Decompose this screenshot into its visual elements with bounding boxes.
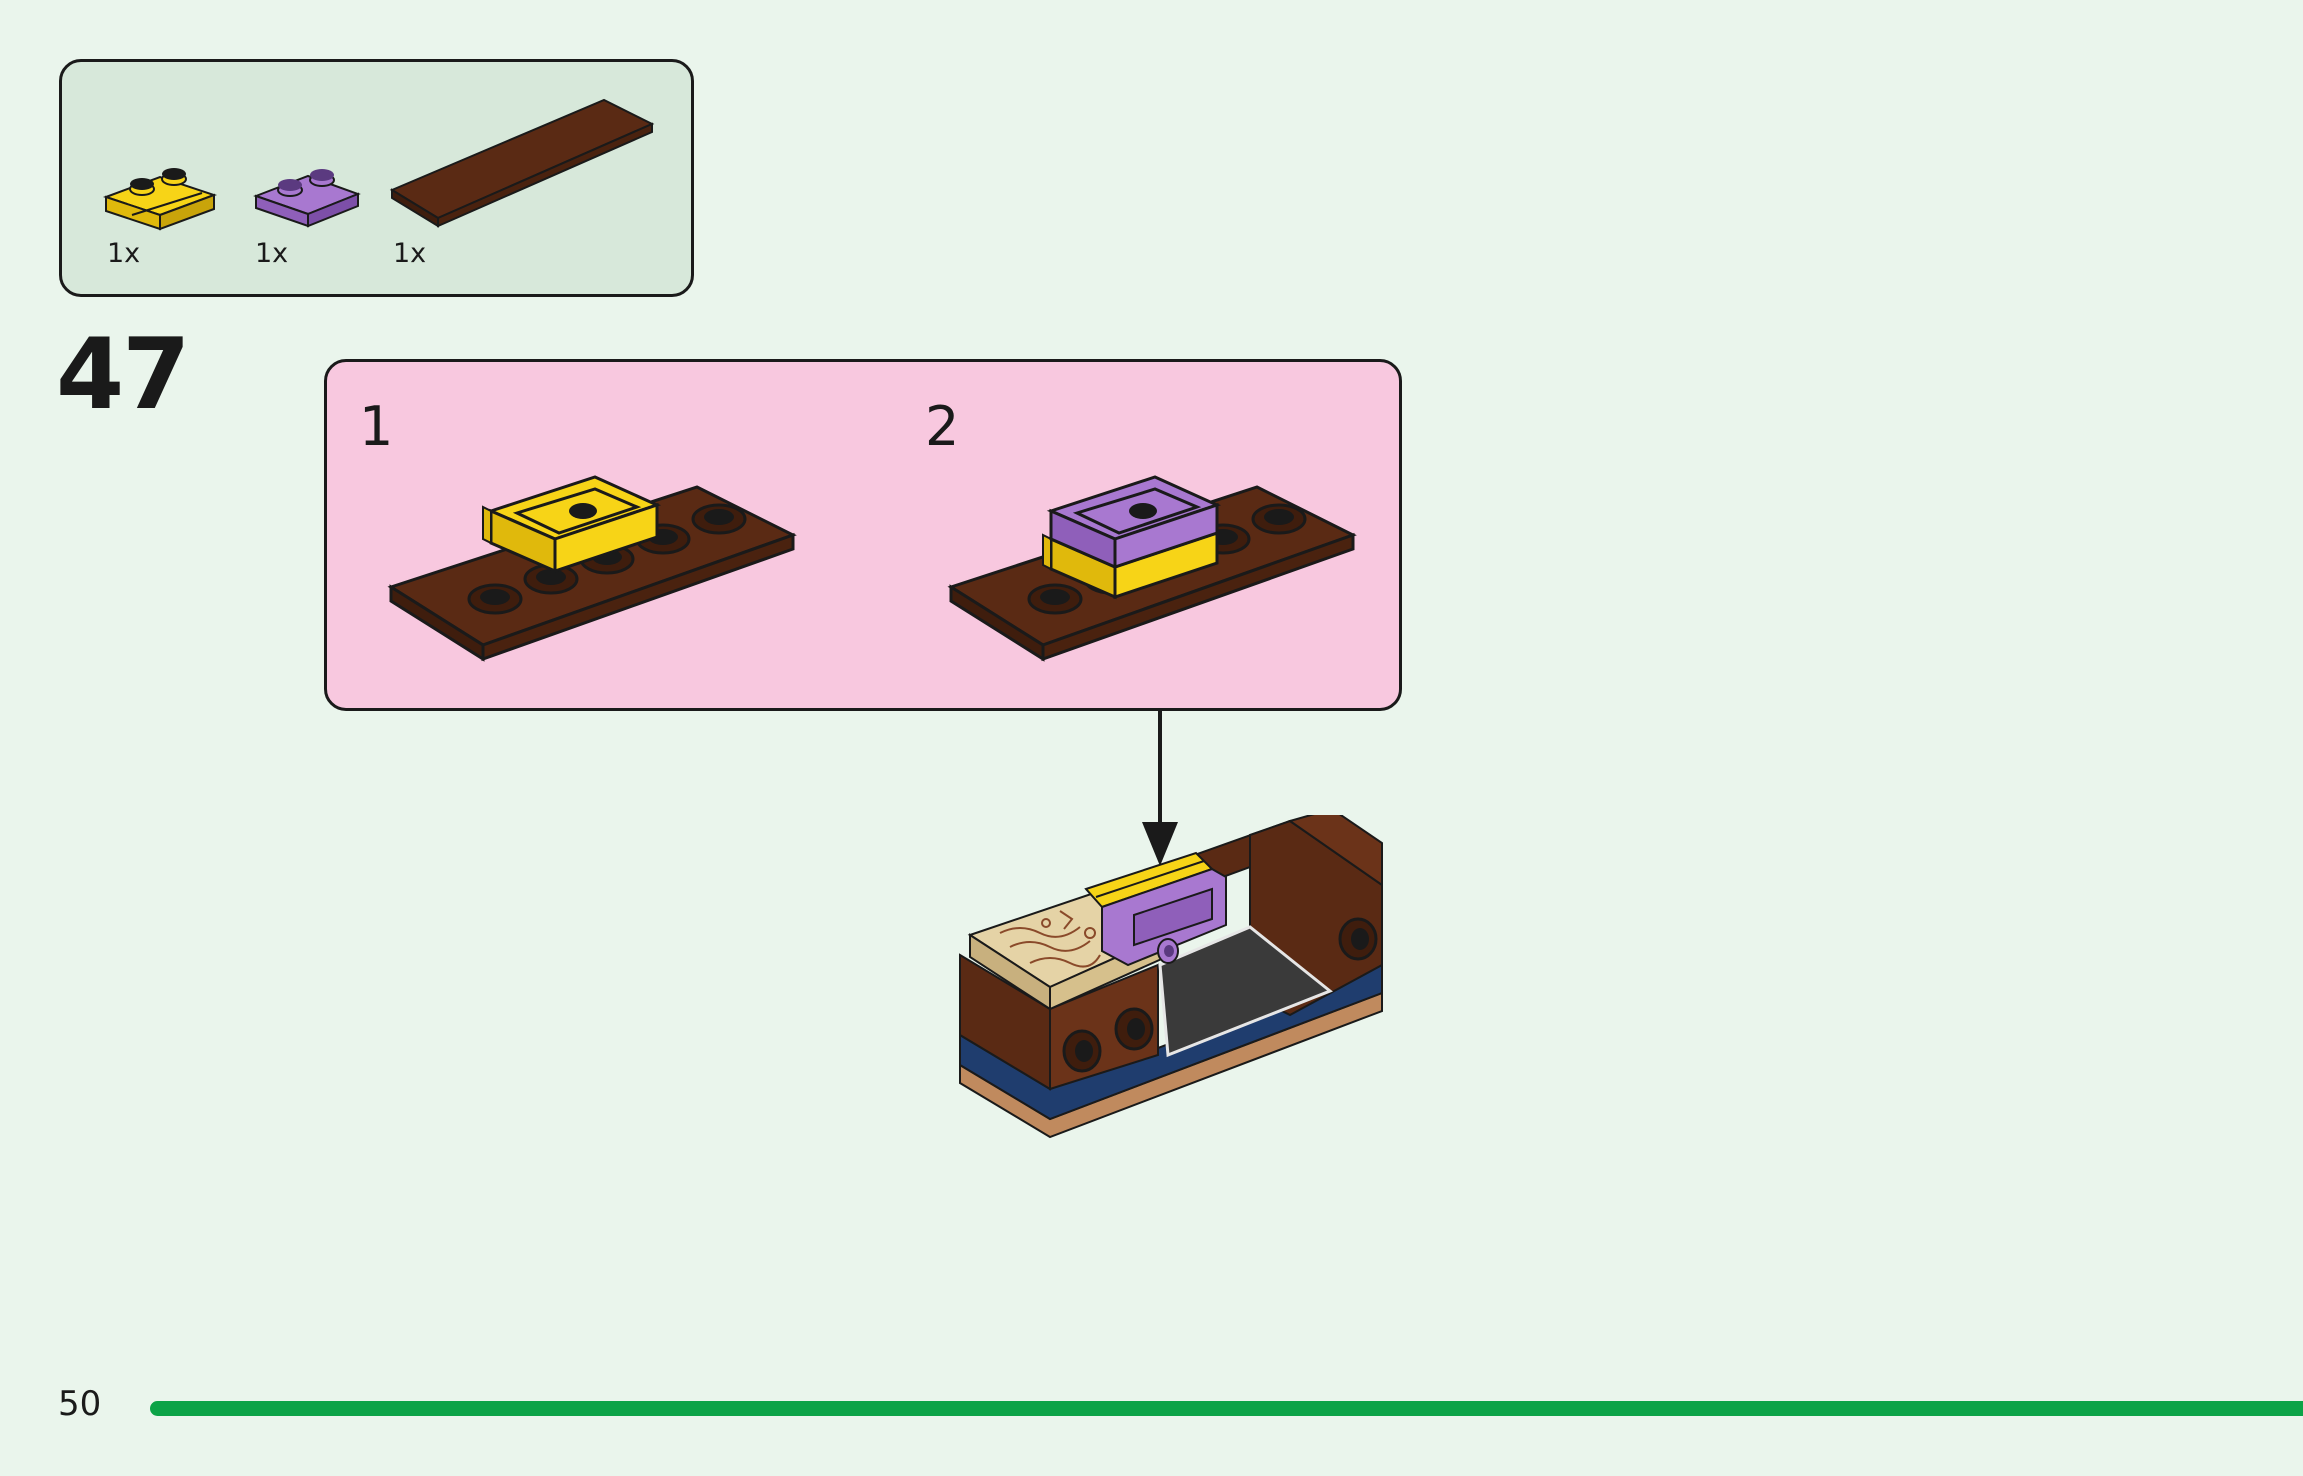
model-assembly-illustration bbox=[959, 815, 1383, 1139]
page-number: 50 bbox=[58, 1384, 102, 1424]
substep-2-illustration bbox=[947, 475, 1357, 662]
down-arrow-icon bbox=[1142, 710, 1178, 866]
substeps-box: 1 2 bbox=[324, 359, 1402, 711]
yellow-plate-quantity: 1x bbox=[107, 238, 141, 269]
lavender-plate-part bbox=[252, 160, 362, 230]
substep-2-label: 2 bbox=[925, 395, 960, 458]
lavender-plate-quantity: 1x bbox=[255, 238, 289, 269]
progress-bar bbox=[150, 1401, 2303, 1416]
parts-list-box: 1x 1x 1x bbox=[59, 59, 694, 297]
step-number: 47 bbox=[56, 318, 190, 432]
substep-1-label: 1 bbox=[359, 395, 394, 458]
yellow-plate-part bbox=[102, 157, 222, 237]
reddish-brown-tile-part bbox=[388, 94, 658, 234]
reddish-brown-tile-quantity: 1x bbox=[393, 238, 427, 269]
substep-1-illustration bbox=[387, 475, 797, 662]
